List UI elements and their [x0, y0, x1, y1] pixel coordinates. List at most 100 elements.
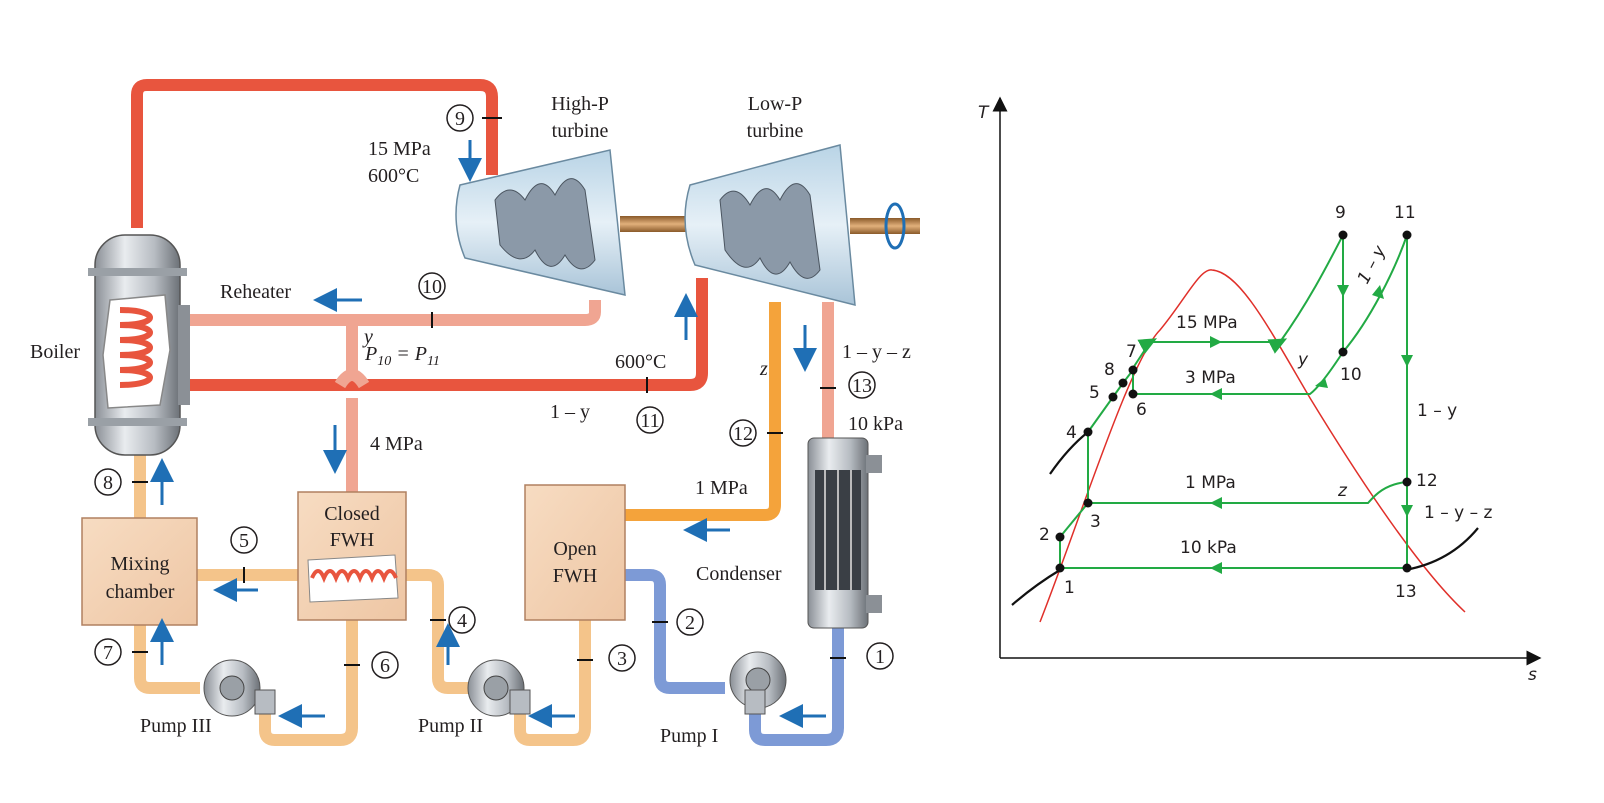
- rotation-arrow-icon: [884, 202, 906, 250]
- state-circle-3: [608, 644, 636, 672]
- pump-3: [203, 659, 276, 717]
- ts-point-5: [1108, 392, 1118, 402]
- lp-turbine-label-2: turbine: [747, 120, 804, 142]
- state-12: 12: [733, 423, 753, 445]
- reheater-inlet-pipe: [185, 300, 601, 326]
- flow-arrows: [150, 140, 826, 728]
- pressure-equality-label: P10 = P11: [364, 343, 440, 369]
- ts-point-9: [1338, 230, 1348, 240]
- state-numbers: 9 10 11 12 13 1 2 3 4 5 6 7 8: [103, 108, 885, 677]
- closed-fwh-drain-pipe: [259, 620, 358, 746]
- open-fwh-label-2: FWH: [553, 565, 597, 587]
- hp-turbine-label-1: High-P: [551, 93, 609, 115]
- isobar-10kpa-left: [1011, 569, 1061, 606]
- turbine-shaft: [620, 216, 690, 232]
- p-1mpa-label: 1 MPa: [695, 477, 748, 499]
- ts-label-12: 12: [1416, 471, 1438, 491]
- pump1-discharge-pipe: [625, 569, 725, 694]
- ts-frac-right: 1 – y: [1417, 401, 1457, 421]
- ts-diagram: T s: [978, 96, 1542, 685]
- ts-label-6: 6: [1136, 400, 1147, 420]
- state-7: 7: [103, 642, 113, 664]
- state-10: 10: [422, 276, 442, 298]
- ts-point-11: [1402, 230, 1412, 240]
- pump-2: [467, 659, 531, 717]
- state-circle-11: [636, 406, 664, 434]
- p-4mpa-label: 4 MPa: [370, 433, 423, 455]
- boiler: [88, 234, 190, 456]
- isobar-1mpa: [1088, 481, 1408, 504]
- ts-state-labels: 1 2 3 4 5 6 7 8 9 10 11 12 13: [1039, 203, 1438, 602]
- t9-label: 600°C: [368, 165, 419, 187]
- ts-label-10: 10: [1340, 365, 1362, 385]
- ts-pressure-3mpa: 3 MPa: [1185, 368, 1236, 388]
- frac-1-y-z-label: 1 – y – z: [842, 341, 911, 363]
- state-circle-12: [729, 419, 757, 447]
- frac-y-label: y: [362, 326, 373, 348]
- frac-1-y-label: 1 – y: [550, 401, 590, 423]
- ts-label-4: 4: [1066, 423, 1077, 443]
- ts-point-10: [1338, 347, 1348, 357]
- state-4: 4: [457, 610, 467, 632]
- ts-pressure-10kpa: 10 kPa: [1180, 538, 1237, 558]
- reheater-label: Reheater: [220, 281, 291, 303]
- ts-pressure-15mpa: 15 MPa: [1176, 313, 1238, 333]
- ts-label-13: 13: [1395, 582, 1417, 602]
- state-circle-1: [866, 642, 894, 670]
- open-fwh: [524, 484, 626, 621]
- boiler-label: Boiler: [30, 341, 80, 363]
- ts-frac-y: y: [1297, 350, 1309, 370]
- pump-3-label: Pump III: [140, 715, 212, 737]
- ts-frac-diag: 1 – y: [1354, 242, 1391, 288]
- state-circle-9: [446, 104, 474, 132]
- closed-fwh: [297, 491, 407, 621]
- isobar-15mpa: [1132, 234, 1344, 369]
- t-axis-label: T: [978, 103, 990, 123]
- isobar-3mpa: [1133, 351, 1344, 395]
- ts-label-8: 8: [1104, 360, 1115, 380]
- fwh-coil: [310, 569, 398, 584]
- state-2: 2: [685, 612, 695, 634]
- ts-frac-yz: 1 – y – z: [1424, 503, 1492, 523]
- ts-point-7: [1128, 365, 1138, 375]
- lp-turbine-label-1: Low-P: [748, 93, 802, 115]
- mixing-chamber: [81, 517, 198, 626]
- ts-point-1: [1055, 563, 1065, 573]
- ts-frac-z: z: [1337, 481, 1348, 501]
- cycle-arrows: [1210, 285, 1413, 574]
- ts-point-6: [1128, 389, 1138, 399]
- ts-point-3: [1083, 498, 1093, 508]
- ts-label-9: 9: [1335, 203, 1346, 223]
- frac-z-label: z: [759, 358, 768, 380]
- ts-point-4: [1083, 427, 1093, 437]
- ts-label-3: 3: [1090, 512, 1101, 532]
- boiler-coil: [119, 307, 153, 388]
- hp-turbine-label-2: turbine: [552, 120, 609, 142]
- high-p-turbine: [455, 149, 626, 296]
- ts-label-5: 5: [1089, 383, 1100, 403]
- isobar-10kpa-right: [1404, 527, 1479, 572]
- state-6: 6: [380, 655, 390, 677]
- cycle-paths: [1059, 234, 1408, 570]
- p9-label: 15 MPa: [368, 138, 431, 160]
- state-8: 8: [103, 472, 113, 494]
- state-circle-10: [418, 272, 446, 300]
- state-circle-5: [230, 526, 258, 554]
- ts-state-points: [1055, 230, 1412, 573]
- closed-fwh-label-1: Closed: [324, 503, 380, 525]
- state-ticks: [132, 117, 846, 666]
- plant-schematic: 9 10 11 12 13 1 2 3 4 5 6 7 8 High-P tur…: [30, 79, 920, 747]
- state-circle-2: [676, 608, 704, 636]
- condenser: [807, 437, 882, 629]
- state-9: 9: [455, 108, 465, 130]
- state-circle-4: [448, 606, 476, 634]
- ts-label-2: 2: [1039, 525, 1050, 545]
- extraction-z-pipe: [625, 302, 781, 521]
- reheat-outlet-pipe: [185, 278, 708, 391]
- closed-fwh-label-2: FWH: [330, 529, 374, 551]
- s-axis-label: s: [1528, 665, 1537, 685]
- ts-label-11: 11: [1394, 203, 1416, 223]
- state-circles: [94, 104, 894, 679]
